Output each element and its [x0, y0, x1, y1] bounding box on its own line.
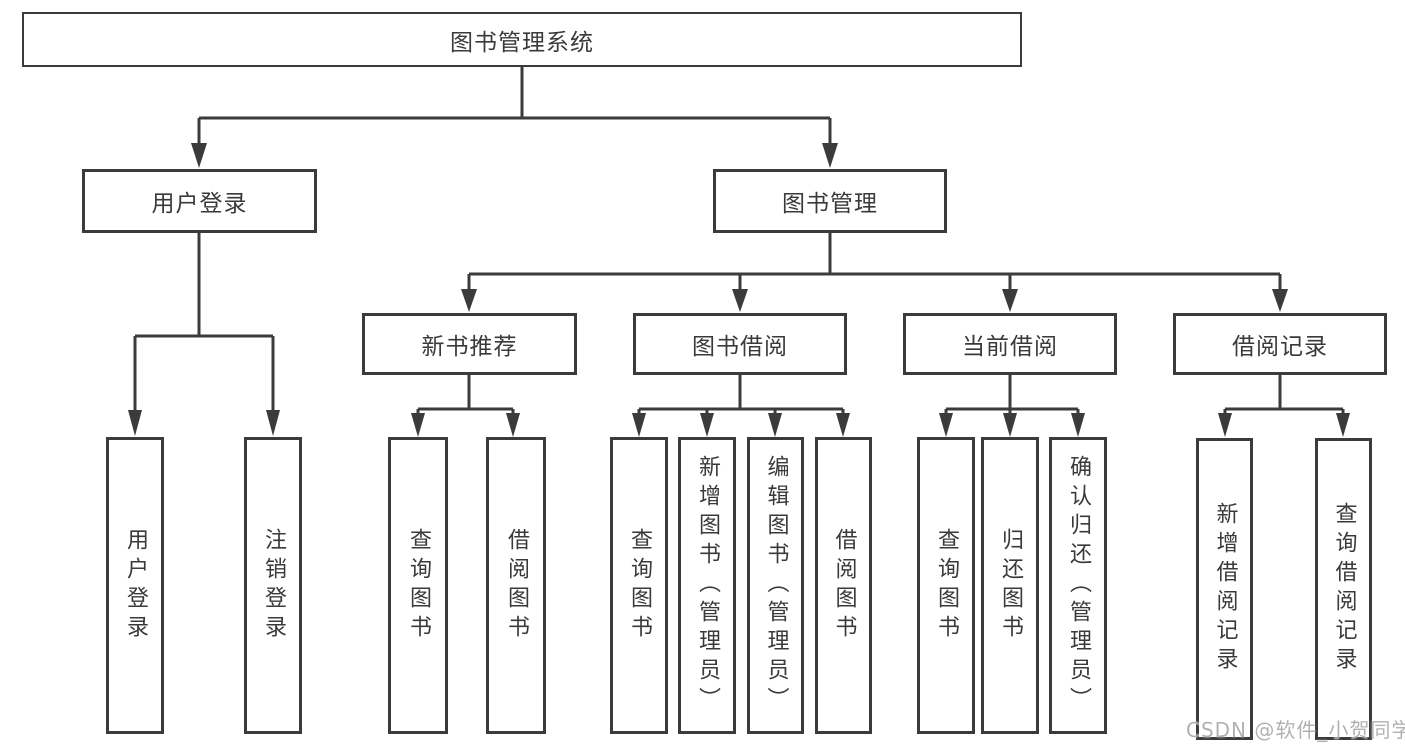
leaf-label: 注销登录	[261, 527, 286, 644]
leaf-label: 新增借阅记录	[1212, 502, 1238, 676]
leaf-label: 归还图书	[998, 527, 1023, 644]
leaf-label: 查询借阅记录	[1331, 502, 1357, 676]
leaf-edit-books-admin: 编辑图书（管理员）	[747, 437, 804, 734]
leaf-label: 借阅图书	[831, 527, 857, 644]
leaf-borrow-books: 借阅图书	[815, 437, 872, 734]
leaf-label: 新增图书（管理员）	[695, 455, 720, 716]
node-book-management: 图书管理	[713, 169, 947, 233]
leaf-borrow-books: 借阅图书	[486, 437, 546, 734]
leaf-label: 用户登录	[123, 527, 148, 644]
leaf-label: 查询图书	[934, 527, 959, 644]
leaf-query-books: 查询图书	[610, 437, 668, 734]
arrowheads	[128, 143, 1350, 437]
node-new-book-recommend: 新书推荐	[362, 313, 577, 375]
csdn-watermark: CSDN @软件_小贺同学	[1186, 718, 1405, 742]
leaf-user-login: 用户登录	[106, 437, 164, 734]
node-book-borrow: 图书借阅	[633, 313, 847, 375]
leaf-query-books: 查询图书	[917, 437, 975, 734]
leaf-query-borrow-record: 查询借阅记录	[1315, 438, 1372, 740]
leaf-add-books-admin: 新增图书（管理员）	[678, 437, 736, 734]
node-current-borrow: 当前借阅	[903, 313, 1117, 375]
node-library-management-system: 图书管理系统	[22, 12, 1022, 67]
node-user-login: 用户登录	[82, 169, 317, 233]
node-borrow-record: 借阅记录	[1173, 313, 1387, 375]
leaf-query-books: 查询图书	[388, 437, 448, 734]
leaf-add-borrow-record: 新增借阅记录	[1196, 438, 1253, 740]
leaf-label: 查询图书	[627, 527, 652, 644]
leaf-label: 借阅图书	[504, 527, 529, 644]
leaf-label: 确认归还（管理员）	[1066, 455, 1091, 716]
leaf-label: 编辑图书（管理员）	[763, 455, 789, 716]
leaf-confirm-return-admin: 确认归还（管理员）	[1049, 437, 1107, 734]
leaf-logout: 注销登录	[244, 437, 302, 734]
leaf-label: 查询图书	[406, 527, 431, 644]
leaf-return-books: 归还图书	[981, 437, 1039, 734]
